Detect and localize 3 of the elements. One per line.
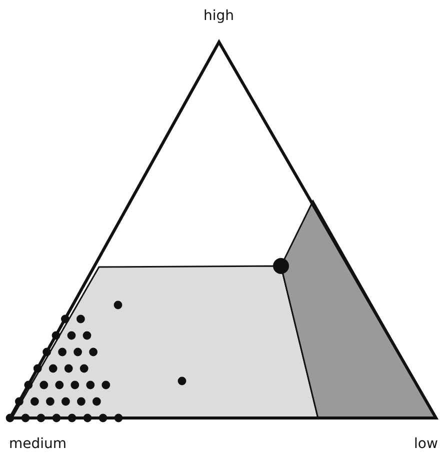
- vertex-label: medium: [9, 436, 67, 452]
- vertex-label: high: [204, 8, 234, 24]
- vertex-label: low: [414, 436, 438, 452]
